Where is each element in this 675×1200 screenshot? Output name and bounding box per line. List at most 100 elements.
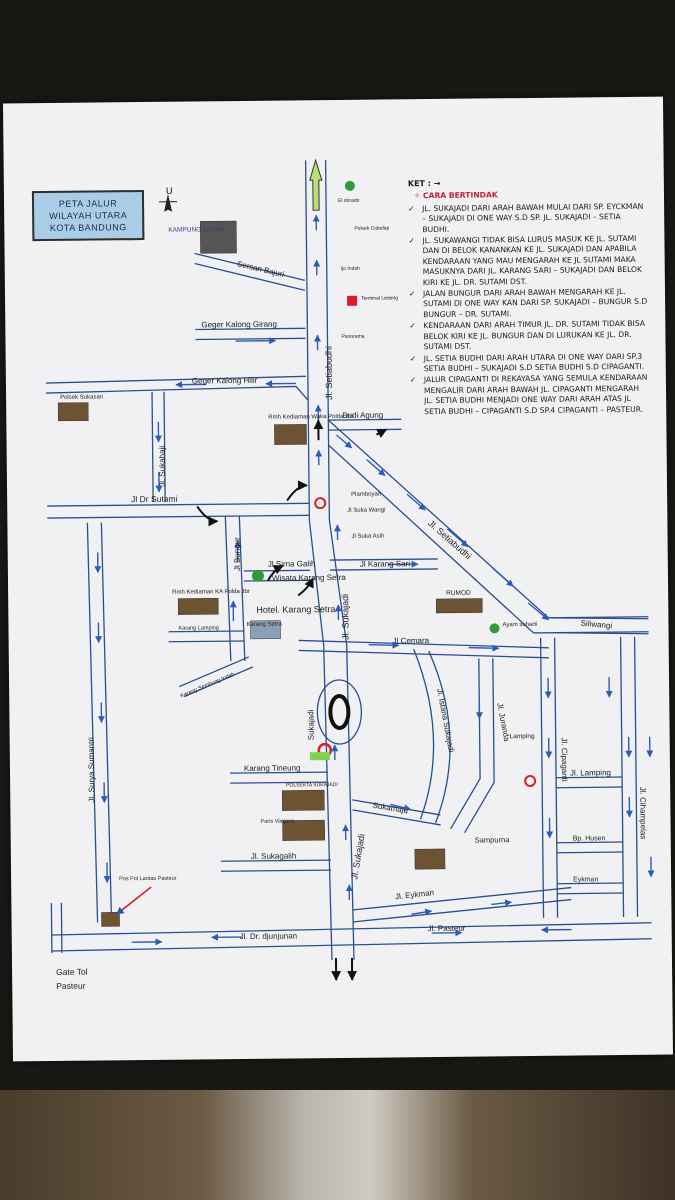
road-bungur — [224, 516, 246, 662]
road-sukagalih — [220, 859, 332, 872]
road-djunjunan — [51, 922, 652, 952]
check-icon: ✓ — [408, 203, 415, 214]
road-cemara — [298, 639, 549, 659]
road-sukajadi — [308, 519, 355, 961]
road-husen — [556, 841, 623, 854]
legend-item-text: JL. SUKAWANGI TIDAK BISA LURUS MASUK KE … — [422, 233, 643, 287]
street-lamping: Jl. Lamping — [570, 768, 611, 777]
check-icon: ✓ — [409, 375, 417, 385]
legend-item-text: JL. SETIA BUDHI DARI ARAH UTARA DI ONE W… — [423, 351, 645, 373]
street-eykman: Jl. Eykman — [395, 888, 435, 901]
check-icon: ✓ — [409, 353, 417, 363]
street-karang-setra-small: Karang Setra — [246, 622, 282, 628]
street-plamboyan: Plamboyan — [351, 492, 381, 498]
background-floor — [0, 1090, 675, 1200]
street-istana-sukajadi: Jl. Istana Sukajadi — [435, 688, 456, 754]
legend-item: ✓ JALUR CIPAGANTI DI REKAYASA YANG SEMUL… — [410, 373, 650, 417]
building-icon — [177, 598, 219, 615]
road-sukahaji — [151, 391, 166, 502]
street-sampurna: Sampurna — [475, 835, 511, 844]
road-geger-girang — [195, 327, 306, 341]
street-karang-sari: Jl Karang Sari — [360, 559, 411, 569]
street-setiabudhi-diag: Jl. Setiabudhi — [426, 518, 473, 561]
street-karang-sembung: Karang Sembung Indah — [180, 672, 236, 700]
green-marker — [251, 569, 264, 582]
place-rumod: RUMOD — [446, 590, 471, 597]
title-line-2: WILAYAH UTARA — [49, 210, 128, 222]
green-marker — [489, 623, 500, 634]
road-eykman-small — [557, 882, 624, 895]
road-sukamaju — [352, 799, 441, 826]
place-polsek-cidadap: Polsek Cidadap — [354, 225, 389, 231]
place-wisata: Wisata Karang Setra — [272, 573, 346, 583]
place-paris: Paris Vanjava — [260, 818, 295, 824]
arrow — [468, 644, 500, 652]
title-line-1: PETA JALUR — [58, 198, 118, 209]
arrow — [368, 641, 400, 649]
street-dr-sutami: Jl Dr Sutami — [131, 494, 177, 504]
street-setiabudhi: Jl. Setiabudhi — [324, 346, 335, 400]
street-budi-agung: Budi Agung — [342, 411, 383, 420]
place-gate-tol-2: Pasteur — [56, 981, 86, 991]
road-gate-tol — [50, 902, 63, 954]
legend-item-text: JALUR CIPAGANTI DI REKAYASA YANG SEMULA … — [423, 373, 648, 416]
street-siliwangi: Siliwangi — [580, 618, 612, 630]
place-el-dorado: El dorado — [338, 198, 360, 204]
road-istana-sukajadi — [413, 648, 451, 824]
title-line-3: KOTA BANDUNG — [49, 222, 127, 233]
street-sirna-galih: Jl Sirna Galih — [268, 559, 316, 568]
road-lamping — [556, 776, 623, 789]
arrow — [390, 803, 412, 812]
turn-arrow — [297, 577, 314, 597]
place-ayam: Ayam suharti — [502, 622, 537, 628]
building-icon — [414, 848, 446, 870]
place-gate-tol-1: Gate Tol — [56, 967, 88, 977]
street-sukajadi-short: Sukajadi — [306, 709, 315, 740]
road-eykman — [353, 886, 572, 923]
legend-item-text: KENDARAAN DARI ARAH TIMUR JL. DR. SUTAMI… — [423, 319, 646, 352]
arrow — [492, 567, 514, 587]
place-terminal: Terminal Ledeng — [361, 295, 398, 301]
north-arrow — [309, 158, 323, 211]
map-title: PETA JALUR WILAYAH UTARA KOTA BANDUNG — [31, 190, 145, 242]
green-marker — [309, 752, 330, 761]
road-geger-hilir — [45, 375, 309, 401]
street-cemara: Jl Cemara — [393, 636, 430, 645]
arrow — [491, 899, 513, 907]
street-surya-sumantri: Jl. Surya Sumantri — [87, 737, 97, 803]
street-sukahaji: Jl. Sukahaji — [158, 446, 167, 487]
building-icon — [199, 220, 237, 254]
street-cipaganti: Jl. Cipaganti — [560, 738, 569, 782]
check-icon: ✓ — [408, 236, 415, 246]
street-bungur: Jl Bungur — [233, 537, 242, 571]
turn-arrow — [376, 428, 388, 439]
check-icon: ✓ — [408, 289, 416, 299]
building-icon — [57, 402, 89, 422]
road-surya-sumantri — [86, 522, 113, 923]
legend-item: ✓ JL. SUKAJADI DARI ARAH BAWAH MULAI DAR… — [408, 202, 648, 236]
road-cipaganti — [539, 637, 559, 918]
road-karang-lamping — [168, 630, 245, 643]
place-polsek: Polsek Sukasari — [60, 394, 103, 400]
street-karang-tineung: Karang Tineung — [244, 763, 301, 773]
place-rmh-waka: Rmh Kediaman Waka Polda Jbr — [268, 414, 353, 421]
road-karang-sari — [329, 558, 438, 571]
turn-arrow — [286, 480, 309, 502]
arrow — [366, 459, 386, 477]
road-karang-sembung — [178, 656, 254, 698]
map-paper: Sersan Bajuri Geger Kalong Girang Geger … — [2, 96, 673, 1062]
road-karang-tineung — [230, 771, 329, 784]
legend-item: ✓ JL. SUKAWANGI TIDAK BISA LURUS MASUK K… — [408, 234, 649, 289]
building-icon — [274, 424, 307, 445]
red-marker — [314, 497, 327, 510]
arrow — [527, 602, 549, 621]
red-marker — [347, 295, 358, 306]
check-icon: ✓ — [409, 321, 416, 331]
road-siliwangi — [548, 617, 649, 635]
legend-item-text: JALAN BUNGUR DARI ARAH BAWAH MENGARAH KE… — [422, 287, 648, 319]
legend-item-text: JL. SUKAJADI DARI ARAH BAWAH MULAI DARI … — [422, 201, 644, 234]
place-kampung-gajah: KAMPUNG GAJAH — [168, 226, 225, 234]
street-sukamaju: Sukamaju — [372, 801, 409, 816]
street-cihampelas: Jl. Cihampelas — [638, 787, 648, 840]
place-polsekta: POLSEKTA SUKAJADI — [286, 782, 338, 789]
